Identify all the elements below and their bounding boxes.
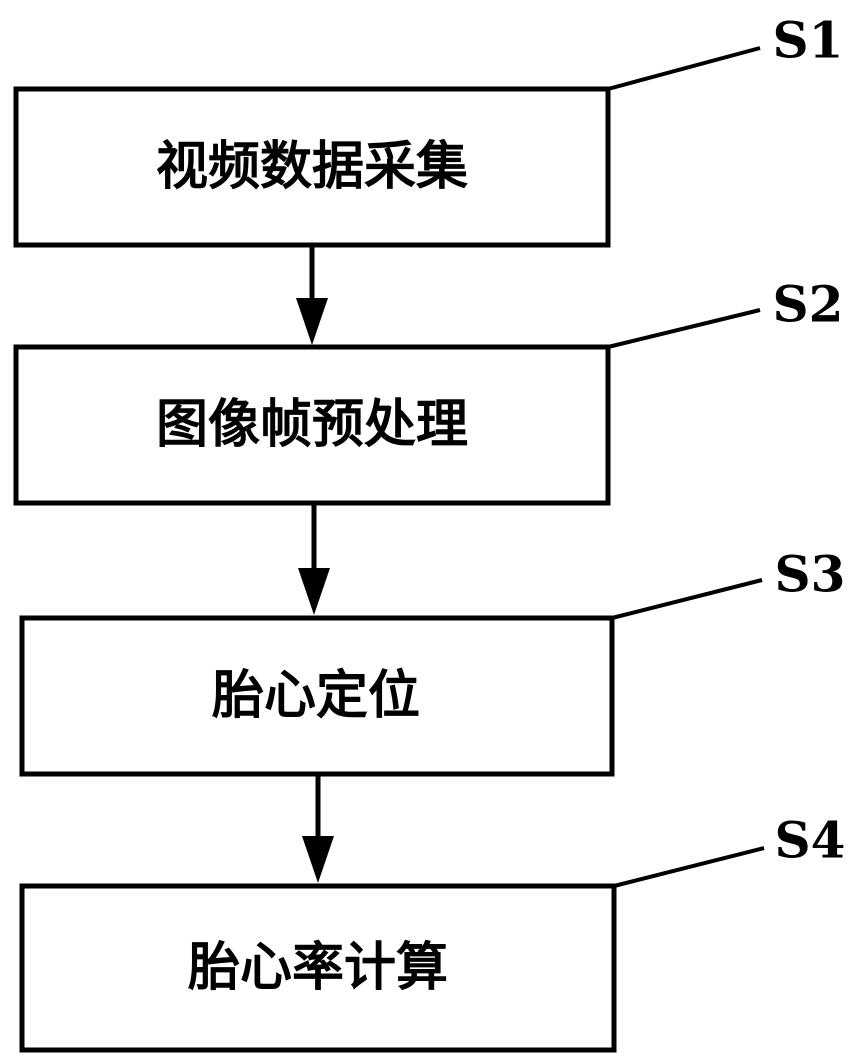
step-2-label: 图像帧预处理 [156, 395, 468, 455]
arrow-3-4-head [302, 836, 334, 883]
step-1-label: 视频数据采集 [156, 137, 468, 197]
step-1-tag: S1 [773, 11, 844, 70]
arrow-2-3 [298, 503, 330, 615]
step-1: 视频数据采集 S1 [16, 11, 843, 246]
arrow-1-2 [296, 245, 328, 345]
step-4-label: 胎心率计算 [188, 938, 448, 998]
step-3-tag: S3 [775, 545, 846, 604]
step-3-label: 胎心定位 [212, 666, 420, 726]
arrow-3-4 [302, 774, 334, 883]
arrow-2-3-head [298, 568, 330, 615]
step-4-tag: S4 [775, 811, 846, 870]
step-2-tag: S2 [773, 275, 844, 334]
arrow-1-2-head [296, 298, 328, 345]
step-4: 胎心率计算 S4 [22, 811, 845, 1051]
step-4-leader-line [614, 848, 764, 886]
step-1-leader-line [608, 48, 760, 89]
step-2: 图像帧预处理 S2 [16, 275, 843, 504]
step-3-leader-line [612, 580, 762, 618]
step-3: 胎心定位 S3 [22, 545, 845, 775]
step-2-leader-line [608, 310, 760, 347]
